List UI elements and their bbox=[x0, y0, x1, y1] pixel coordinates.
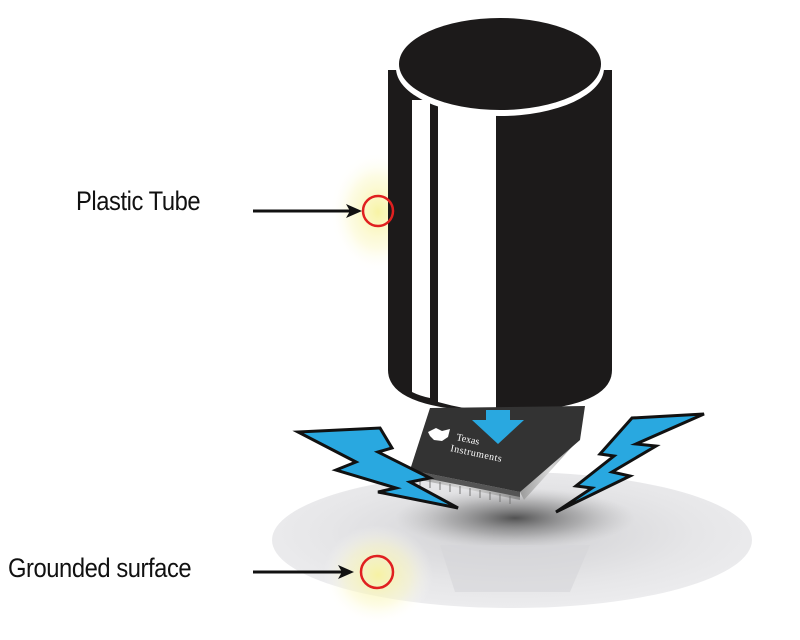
tube-charge-marker bbox=[361, 194, 395, 228]
lightning-bolt-left-icon bbox=[292, 426, 459, 510]
surface-charge-marker bbox=[359, 554, 395, 590]
ic-chip: Texas Instruments bbox=[410, 406, 585, 504]
lightning-bolt-right-icon bbox=[555, 412, 705, 514]
surface-charge-glow bbox=[323, 525, 433, 625]
down-arrow-icon bbox=[472, 410, 524, 444]
grounded-surface-pointer bbox=[253, 565, 354, 579]
plastic-tube-pointer bbox=[253, 204, 362, 218]
plastic-tube bbox=[388, 18, 612, 412]
grounded-surface-label: Grounded surface bbox=[8, 553, 192, 583]
ti-logo-icon bbox=[428, 428, 450, 441]
plastic-tube-label: Plastic Tube bbox=[76, 186, 201, 216]
chip-reflection bbox=[440, 545, 590, 592]
chip-brand-line1: Texas bbox=[455, 432, 480, 448]
